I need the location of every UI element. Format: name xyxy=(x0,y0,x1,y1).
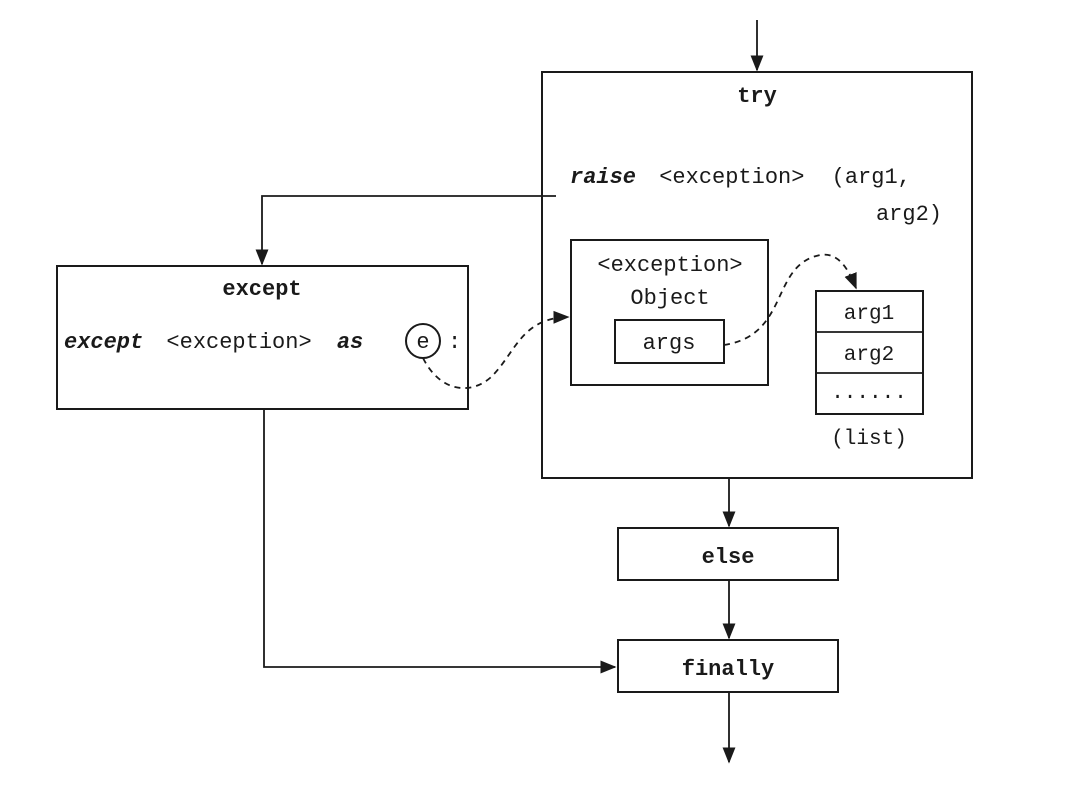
raise-exception: <exception> xyxy=(659,165,804,190)
try-block: try raise <exception> (arg1, arg2) <exce… xyxy=(541,71,973,479)
finally-title: finally xyxy=(682,657,774,682)
variable-e: e xyxy=(416,330,429,355)
except-keyword: except xyxy=(64,330,143,355)
raise-statement: raise <exception> (arg1, xyxy=(570,165,911,190)
try-title: try xyxy=(737,84,777,109)
raise-args-line2: arg2) xyxy=(876,202,942,227)
args-list-caption: (list) xyxy=(831,428,907,451)
exception-object-line2: Object xyxy=(630,286,709,311)
except-to-finally-arrow xyxy=(263,409,617,674)
else-title: else xyxy=(702,545,755,570)
args-label: args xyxy=(643,331,696,356)
except-exception: <exception> xyxy=(166,330,311,355)
raise-args-line1: (arg1, xyxy=(832,165,911,190)
e-to-exception-object-dashed-arrow xyxy=(422,310,570,389)
except-statement: except <exception> as xyxy=(64,330,363,355)
args-list-item: arg2 xyxy=(844,344,894,367)
finally-block: finally xyxy=(617,639,839,693)
args-to-list-dashed-arrow xyxy=(723,253,857,346)
except-block: except except <exception> as e : xyxy=(56,265,469,410)
except-title: except xyxy=(222,277,301,302)
raise-keyword: raise xyxy=(570,165,636,190)
args-list-item: arg1 xyxy=(844,303,894,326)
args-list: arg1 arg2 ...... (list) xyxy=(815,290,924,451)
exception-object-box: <exception> Object args xyxy=(570,239,769,386)
exception-object-line1: <exception> xyxy=(597,253,742,278)
args-list-item: ...... xyxy=(831,382,907,405)
except-colon: : xyxy=(448,330,461,355)
else-block: else xyxy=(617,527,839,581)
as-keyword: as xyxy=(337,330,363,355)
args-attribute-box: args xyxy=(614,319,725,364)
raise-to-except-arrow xyxy=(255,195,556,266)
